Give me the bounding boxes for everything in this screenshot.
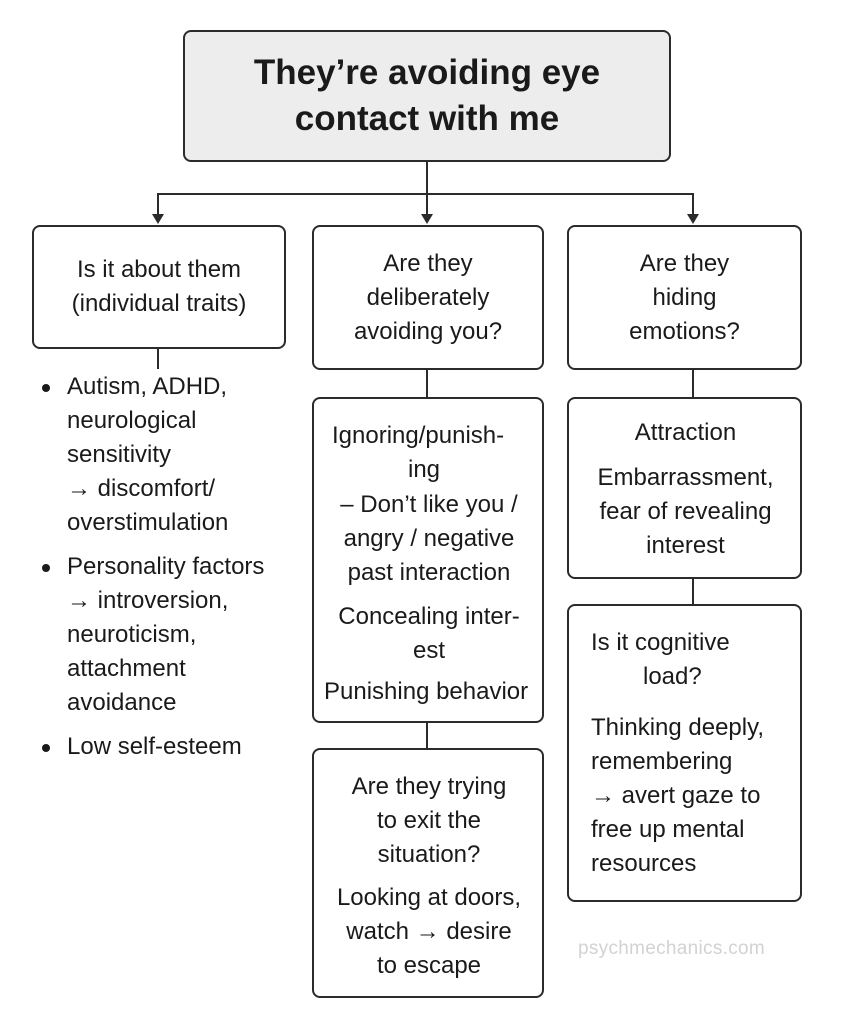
cognitive-detail-line: Thinking deeply, — [591, 714, 764, 741]
middle-question-line: deliberately — [366, 283, 490, 311]
left-traits-list: Autism, ADHD, neurological sensitivity →… — [40, 370, 310, 774]
bullet-line: Low self-esteem — [67, 733, 242, 760]
list-item: Autism, ADHD, neurological sensitivity →… — [40, 370, 310, 540]
middle-drop-line — [426, 193, 428, 215]
left-arrow-icon — [152, 214, 164, 224]
middle-question-node: Are they deliberately avoiding you? — [312, 225, 544, 370]
cognitive-question-line: load? — [643, 663, 702, 690]
left-question-node: Is it about them (individual traits) — [32, 225, 286, 349]
bullet-line: neurological — [67, 407, 197, 434]
right-arrow-icon — [687, 214, 699, 224]
attraction-node: Attraction Embarrassment, fear of reveal… — [567, 397, 802, 579]
bullet-line: attachment — [67, 655, 186, 682]
exit-detail-text: Looking at doors, watch → desire to esca… — [314, 881, 544, 983]
exit-question-line: to exit the — [376, 807, 482, 834]
attraction-detail-line: Embarrassment, — [597, 464, 774, 491]
right-question-node: Are they hiding emotions? — [567, 225, 802, 370]
right-q-to-detail-line — [692, 370, 694, 398]
watermark: psychmechanics.com — [578, 938, 766, 959]
ignoring-detail-line: angry / negative — [343, 525, 515, 552]
ignoring-heading-line: Ignoring/punish- — [332, 422, 505, 449]
concealing-line: est — [412, 637, 445, 664]
exit-detail-line: watch → desire — [346, 918, 512, 945]
concealing-interest-text: Concealing inter- est — [314, 600, 542, 668]
bullet-line: → introversion, — [67, 587, 229, 614]
cognitive-load-node: Is it cognitive load? Thinking deeply, r… — [567, 604, 802, 902]
exit-question-line: Are they trying — [351, 773, 507, 800]
cognitive-detail-line: remembering — [591, 748, 733, 775]
ignoring-detail-text: – Don’t like you / angry / negative past… — [314, 488, 542, 590]
left-question-line: (individual traits) — [71, 290, 247, 317]
ignoring-detail-line: past interaction — [347, 559, 511, 586]
root-stem-line — [426, 162, 428, 194]
exit-situation-node: Are they trying to exit the situation? L… — [312, 748, 544, 998]
attraction-heading: Attraction — [634, 419, 737, 446]
bullet-line: avoidance — [67, 689, 177, 716]
middle-question-line: avoiding you? — [353, 317, 503, 345]
middle-detail-node: Ignoring/punish- ing – Don’t like you / … — [312, 397, 544, 723]
bullet-icon — [42, 384, 50, 392]
bullet-line: → discomfort/ — [67, 475, 216, 502]
list-item: Low self-esteem — [40, 730, 310, 764]
root-title-line-2: contact with me — [294, 99, 560, 138]
cognitive-detail-line: → avert gaze to — [591, 782, 761, 809]
middle-detail-to-exit-line — [426, 723, 428, 748]
right-drop-line — [692, 193, 694, 215]
left-question-line: Is it about them — [76, 256, 242, 283]
left-to-bullets-line — [157, 349, 159, 369]
right-detail-to-cognitive-line — [692, 579, 694, 604]
attraction-detail-text: Embarrassment, fear of revealing interes… — [569, 461, 802, 563]
right-question-line: emotions? — [629, 317, 740, 345]
attraction-detail-line: interest — [646, 532, 725, 559]
cognitive-question: Is it cognitive load? — [591, 626, 801, 694]
exit-question: Are they trying to exit the situation? — [314, 770, 544, 872]
list-item: Personality factors → introversion, neur… — [40, 550, 310, 720]
punishing-behavior-text: Punishing behavior — [324, 678, 529, 705]
middle-q-to-detail-line — [426, 370, 428, 398]
bullet-icon — [42, 564, 50, 572]
bullet-line: sensitivity — [67, 441, 172, 468]
bullet-icon — [42, 744, 50, 752]
middle-arrow-icon — [421, 214, 433, 224]
cognitive-question-line: Is it cognitive — [591, 629, 730, 656]
root-title-line-1: They’re avoiding eye — [253, 53, 601, 92]
left-drop-line — [157, 193, 159, 215]
attraction-detail-line: fear of revealing — [599, 498, 772, 525]
bullet-line: overstimulation — [67, 509, 229, 536]
branch-horizontal-line — [157, 193, 694, 195]
bullet-line: Personality factors — [67, 553, 265, 580]
right-question-line: Are they — [639, 249, 730, 277]
bullet-line: Autism, ADHD, — [67, 373, 228, 400]
cognitive-detail-line: free up mental — [591, 816, 745, 843]
ignoring-heading: Ignoring/punish- ing — [332, 419, 542, 487]
ignoring-detail-line: – Don’t like you / — [340, 491, 518, 518]
middle-question-line: Are they — [383, 249, 473, 277]
cognitive-detail-text: Thinking deeply, remembering → avert gaz… — [591, 711, 803, 881]
exit-detail-line: Looking at doors, — [336, 884, 522, 911]
right-question-line: hiding — [652, 283, 717, 311]
cognitive-detail-line: resources — [591, 850, 697, 877]
concealing-line: Concealing inter- — [338, 603, 520, 630]
ignoring-heading-line: ing — [408, 456, 441, 483]
bullet-line: neuroticism, — [67, 621, 197, 648]
root-node: They’re avoiding eye contact with me — [183, 30, 671, 162]
exit-question-line: situation? — [377, 841, 481, 868]
exit-detail-line: to escape — [376, 952, 482, 979]
